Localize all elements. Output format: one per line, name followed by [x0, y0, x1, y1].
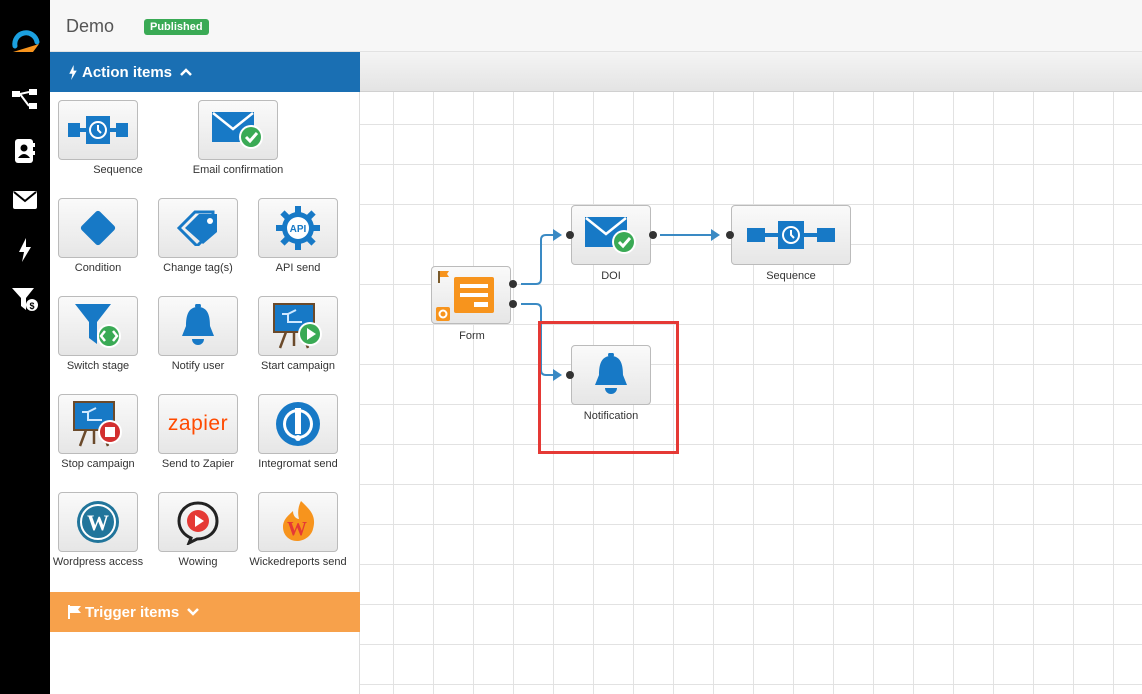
workflow-canvas[interactable]	[360, 92, 1142, 694]
tile-sequence[interactable]	[58, 100, 138, 160]
campaign-stop-icon	[73, 401, 122, 447]
contacts-icon[interactable]	[11, 137, 39, 165]
tile-label-change-tags: Change tag(s)	[163, 262, 233, 274]
items-panel: Action items Sequence Email confirmation…	[50, 52, 360, 694]
diamond-icon	[80, 210, 116, 246]
workflow-icon[interactable]	[11, 86, 39, 114]
tile-label-api-send: API send	[275, 262, 321, 274]
trigger-items-header[interactable]: Trigger items	[50, 592, 360, 632]
sequence-icon	[68, 116, 128, 144]
svg-text:$: $	[29, 301, 34, 311]
tile-label-email-confirmation: Email confirmation	[192, 164, 284, 176]
email-check-icon	[212, 112, 263, 149]
funnel-dollar-icon[interactable]: $	[11, 286, 39, 314]
wowing-logo-icon	[177, 501, 219, 545]
svg-text:W: W	[287, 518, 307, 540]
tile-label-wowing: Wowing	[178, 556, 218, 568]
tile-label-sequence: Sequence	[93, 164, 143, 176]
chevron-up-icon	[180, 68, 192, 76]
doi-input-port[interactable]	[566, 231, 574, 239]
chevron-down-icon	[187, 608, 200, 616]
sequence-icon	[747, 221, 835, 249]
tile-label-notify-user: Notify user	[171, 360, 225, 372]
tile-label-condition: Condition	[74, 262, 122, 274]
tile-start-campaign[interactable]	[258, 296, 338, 356]
tile-switch-stage[interactable]	[58, 296, 138, 356]
mail-icon[interactable]	[11, 186, 39, 214]
tile-stop-campaign[interactable]	[58, 394, 138, 454]
tile-wickedreports-send[interactable]: W	[258, 492, 338, 552]
integromat-logo-icon	[276, 402, 320, 446]
form-output-port-1[interactable]	[509, 280, 517, 288]
workflow-title[interactable]: Demo	[66, 16, 115, 36]
bell-icon	[182, 304, 214, 345]
form-output-port-2[interactable]	[509, 300, 517, 308]
tile-condition[interactable]	[58, 198, 138, 258]
node-label-doi: DOI	[601, 270, 621, 282]
action-items-title: Action items	[82, 63, 173, 81]
zapier-logo-icon: zapier	[167, 412, 229, 435]
tags-icon	[176, 210, 217, 246]
campaign-start-icon	[273, 303, 322, 349]
tile-label-wickedreports-send: Wickedreports send	[249, 556, 347, 568]
tile-send-to-zapier[interactable]: zapier	[158, 394, 238, 454]
email-check-icon	[585, 217, 636, 254]
node-sequence[interactable]	[731, 205, 851, 265]
wickedreports-logo-icon: W	[283, 501, 315, 541]
bell-icon	[595, 353, 627, 394]
bolt-icon[interactable]	[11, 236, 39, 264]
tile-api-send[interactable]: API	[258, 198, 338, 258]
node-label-notification: Notification	[583, 410, 639, 422]
top-bar: Demo Published	[50, 0, 1142, 52]
svg-text:API: API	[290, 224, 307, 235]
node-label-sequence: Sequence	[766, 270, 816, 282]
notification-input-port[interactable]	[566, 371, 574, 379]
tile-label-integromat-send: Integromat send	[258, 458, 338, 470]
left-nav: $	[0, 0, 50, 694]
tile-integromat-send[interactable]	[258, 394, 338, 454]
wordpress-logo-icon: W	[77, 501, 119, 543]
tile-email-confirmation[interactable]	[198, 100, 278, 160]
tile-label-wordpress-access: Wordpress access	[52, 556, 144, 568]
bolt-icon	[69, 64, 77, 80]
api-gear-icon: API	[276, 206, 320, 250]
doi-output-port[interactable]	[649, 231, 657, 239]
tile-label-start-campaign: Start campaign	[261, 360, 335, 372]
tile-notify-user[interactable]	[158, 296, 238, 356]
action-items-header[interactable]: Action items	[50, 52, 360, 92]
trigger-items-title: Trigger items	[85, 603, 180, 621]
form-icon	[436, 271, 494, 321]
status-badge: Published	[144, 19, 209, 35]
tile-label-send-to-zapier: Send to Zapier	[161, 458, 235, 470]
node-notification[interactable]	[571, 345, 651, 405]
app-logo-icon[interactable]	[9, 22, 43, 56]
flag-icon	[68, 605, 81, 619]
tile-wowing[interactable]	[158, 492, 238, 552]
sequence-input-port[interactable]	[726, 231, 734, 239]
funnel-switch-icon	[75, 304, 121, 348]
highlight-box	[538, 321, 679, 454]
canvas-toolbar	[360, 52, 1142, 92]
tile-wordpress-access[interactable]: W	[58, 492, 138, 552]
node-label-form: Form	[459, 330, 485, 342]
tile-change-tags[interactable]	[158, 198, 238, 258]
node-form[interactable]	[431, 266, 511, 324]
tile-label-switch-stage: Switch stage	[66, 360, 130, 372]
node-doi[interactable]	[571, 205, 651, 265]
tile-label-stop-campaign: Stop campaign	[61, 458, 135, 470]
svg-text:W: W	[87, 510, 109, 535]
